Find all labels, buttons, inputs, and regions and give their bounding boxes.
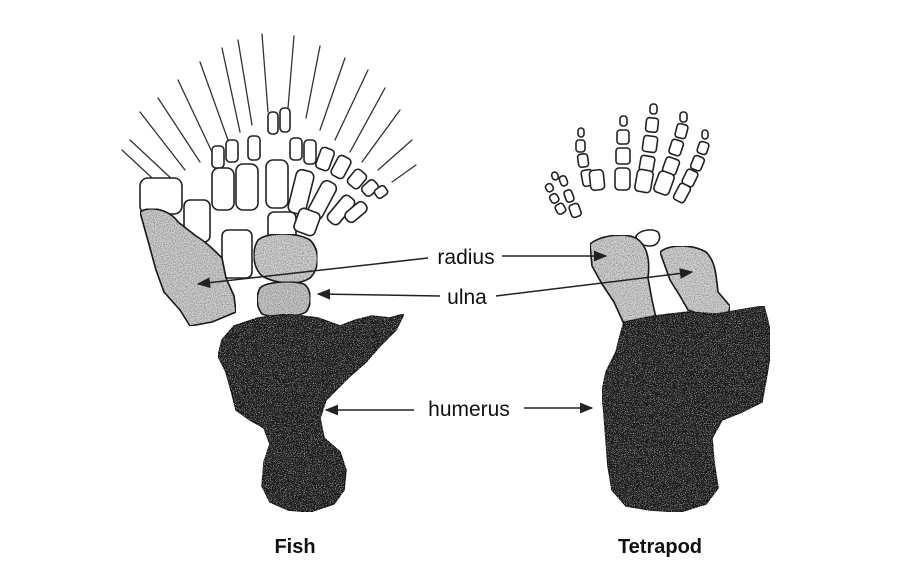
tetrapod-radius (589, 234, 657, 325)
fish-intermedium (253, 233, 319, 284)
radius-label: radius (437, 246, 494, 269)
fish-distal-elements (211, 107, 389, 200)
fish-fin-rays (121, 33, 417, 191)
fish-caption: Fish (274, 536, 315, 558)
fish-fin (121, 33, 417, 513)
pointer-arrows (196, 250, 694, 416)
tetrapod-digits (544, 103, 710, 219)
fish-ulna (256, 281, 312, 318)
radius-arrow-left (196, 257, 429, 289)
ulna-arrow-right (495, 268, 694, 297)
tetrapod-humerus (601, 305, 771, 513)
tetrapod-caption: Tetrapod (618, 536, 702, 558)
ulna-arrow-left (316, 288, 441, 300)
tetrapod-limb (544, 103, 771, 513)
ulna-label: ulna (447, 286, 487, 309)
tetrapod-ulna (659, 245, 731, 317)
fish-radials (139, 159, 368, 279)
fish-radius (139, 208, 237, 327)
fish-humerus (217, 313, 405, 513)
humerus-label: humerus (428, 398, 510, 421)
